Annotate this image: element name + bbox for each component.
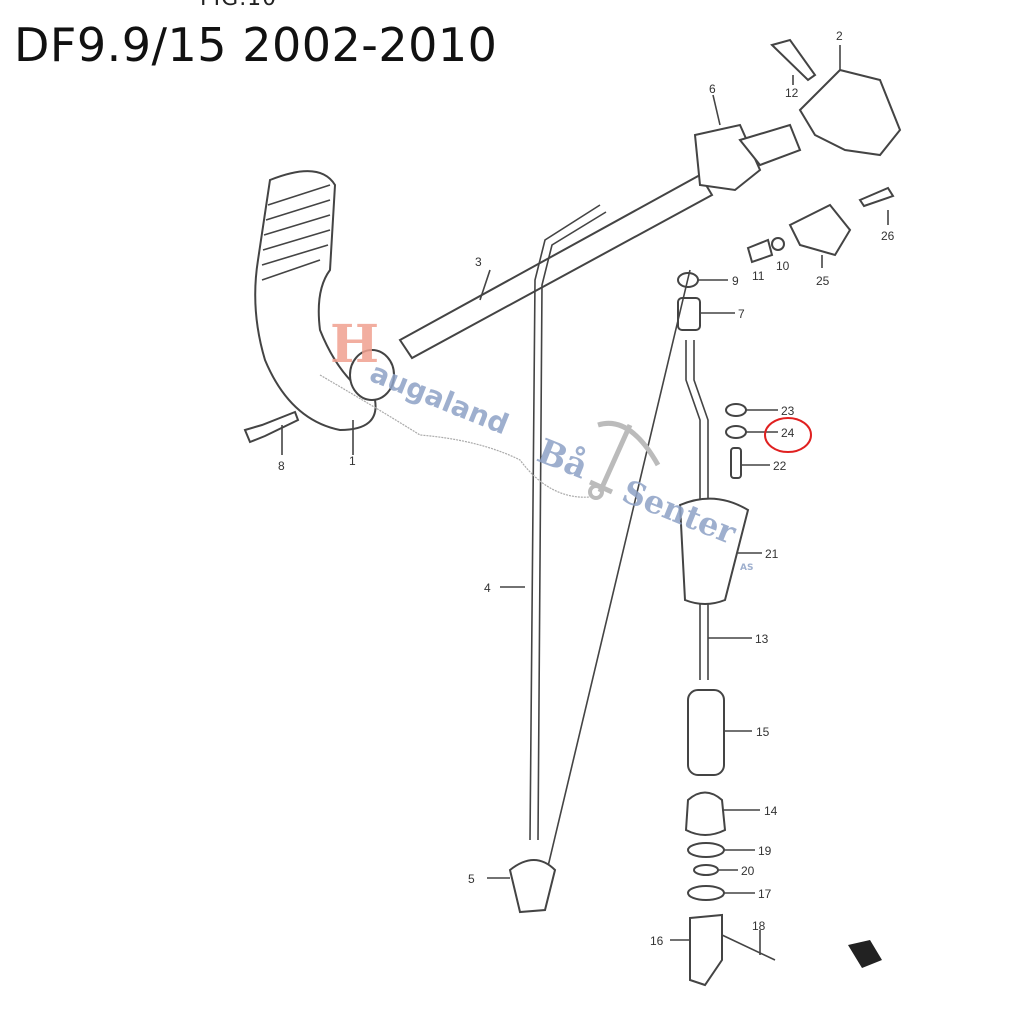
label-part-9: 9 [732,274,739,288]
part-21-housing[interactable] [678,497,750,605]
label-part-8: 8 [278,459,285,473]
watermark-word-1: augaland [365,356,513,441]
part-11-spring[interactable] [746,238,774,264]
part-12-bolt[interactable] [770,38,817,82]
part-6-end [738,123,802,167]
label-part-18: 18 [752,919,766,933]
watermark-initial: H [330,314,379,375]
part-5-grommet[interactable] [508,859,557,914]
label-part-17: 17 [758,887,772,901]
label-part-24: 24 [781,426,795,440]
label-part-3: 3 [475,255,482,269]
label-part-11: 11 [752,269,765,283]
part-3-shaft[interactable] [398,173,714,360]
part-26-bolt[interactable] [858,186,895,208]
watermark-chain [319,374,591,498]
label-part-23: 23 [781,404,795,418]
label-part-22: 22 [773,459,787,473]
page-title: DF9.9/15 2002-2010 [14,18,498,72]
label-part-7: 7 [738,307,745,321]
label-part-10: 10 [776,259,790,273]
part-17-washer[interactable] [687,885,725,901]
handle-grip-ridges [261,184,331,281]
part-24-washer[interactable] [725,425,747,439]
label-part-25: 25 [816,274,830,288]
part-4-rod[interactable] [529,204,607,841]
part-7-collar[interactable] [677,297,701,331]
part-6-bracket[interactable] [693,123,762,192]
figure-label: FIG.10 [200,0,277,11]
label-part-21: 21 [765,547,779,561]
part-19-oring[interactable] [687,842,725,858]
anchor-ring-icon [588,484,604,500]
label-part-12: 12 [785,86,799,100]
highlight-circle-part-24 [764,417,812,453]
label-part-6: 6 [709,82,716,96]
label-part-15: 15 [756,725,770,739]
part-16-lever[interactable] [689,913,723,987]
part-2-arm[interactable] [798,68,902,157]
label-part-4: 4 [484,581,491,595]
part-18-pin[interactable] [721,934,776,961]
watermark-suffix: AS [740,563,753,573]
handle-socket [349,349,395,401]
label-part-5: 5 [468,872,475,886]
part-8-bolt[interactable] [243,410,300,444]
forward-arrow-icon [848,940,882,968]
part-10-ball[interactable] [771,237,785,251]
watermark-word-3: Senter [617,472,742,552]
label-part-13: 13 [755,632,769,646]
label-part-2: 2 [836,29,843,43]
part-23-nut[interactable] [725,403,747,417]
label-part-1: 1 [349,454,356,468]
label-part-26: 26 [881,229,895,243]
part-20-ring[interactable] [693,864,719,876]
part-25-plate[interactable] [788,203,852,257]
part-22-pin[interactable] [730,447,742,479]
part-14-grommet[interactable] [684,791,727,836]
link-rod [539,269,691,901]
watermark-logo: H augaland Bå Senter AS [319,314,753,573]
label-part-20: 20 [741,864,755,878]
label-part-16: 16 [650,934,664,948]
label-part-14: 14 [764,804,778,818]
label-part-19: 19 [758,844,772,858]
leader-lines [281,45,889,955]
part-15-boot[interactable] [687,689,725,776]
part-1-handle[interactable] [254,170,377,432]
